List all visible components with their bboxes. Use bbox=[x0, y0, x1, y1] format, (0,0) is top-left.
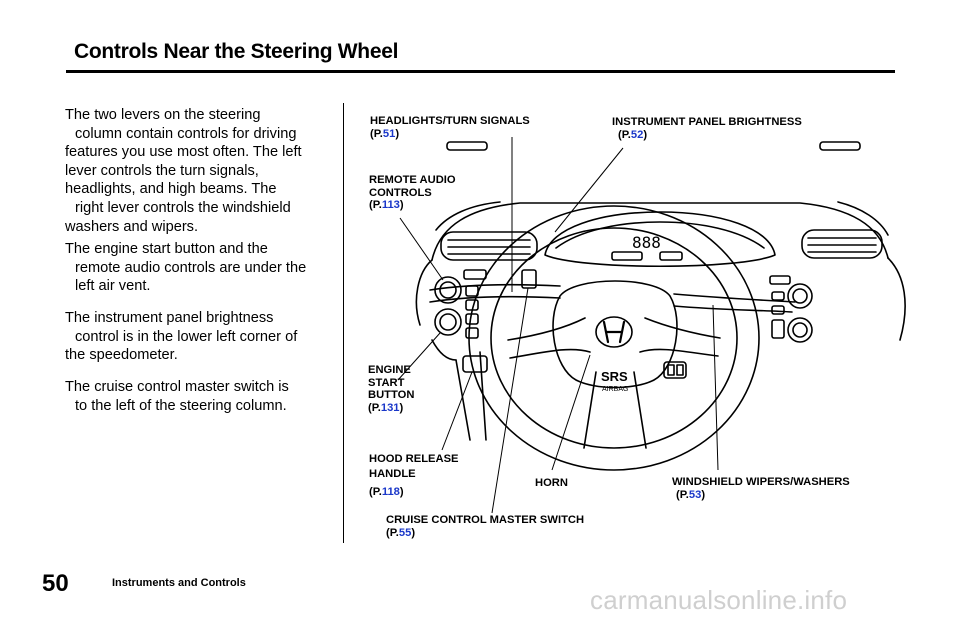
label-line: ENGINE bbox=[368, 364, 411, 376]
text-line: The engine start button and the bbox=[65, 241, 268, 257]
label-line: HORN bbox=[535, 477, 568, 489]
steering-wheel-illustration: 888 bbox=[397, 137, 906, 514]
watermark: carmanualsonline.info bbox=[590, 585, 848, 615]
text-line: headlights, and high beams. The bbox=[65, 181, 277, 198]
label-reference: (P.51) bbox=[370, 127, 400, 140]
cruise-control-switch bbox=[521, 269, 537, 289]
label-reference: (P.52) bbox=[618, 128, 648, 141]
label-line: INSTRUMENT PANEL BRIGHTNESS bbox=[612, 116, 802, 128]
leader-line-engine bbox=[397, 332, 441, 381]
label-reference: (P.118) bbox=[369, 486, 404, 498]
top-left-vent bbox=[446, 141, 488, 151]
leader-line-horn bbox=[551, 354, 591, 471]
label-engine-start: ENGINE START BUTTON (P.131) bbox=[368, 364, 414, 414]
paragraph-engine-start: The engine start button and the remote a… bbox=[65, 240, 327, 296]
label-line: CONTROLS bbox=[369, 186, 432, 199]
dashboard-outline bbox=[435, 201, 501, 231]
instrument-cluster bbox=[544, 211, 776, 268]
leader-lines bbox=[397, 137, 719, 514]
text-line: to the left of the steering column. bbox=[75, 397, 287, 414]
text-line: remote audio controls are under the bbox=[75, 259, 307, 276]
paragraph-brightness: The instrument panel brightness control … bbox=[65, 309, 327, 365]
label-hood-release: HOOD RELEASE HANDLE (P.118) bbox=[369, 452, 459, 500]
text-line: control is in the lower left corner of bbox=[75, 328, 298, 345]
svg-text:888: 888 bbox=[632, 233, 661, 252]
engine-start-knob bbox=[434, 308, 462, 336]
left-air-vent bbox=[440, 231, 538, 261]
label-horn: HORN bbox=[535, 477, 568, 490]
honda-logo bbox=[595, 316, 633, 348]
page-title: Controls Near the Steering Wheel bbox=[74, 40, 399, 63]
top-right-vent bbox=[819, 141, 861, 151]
title-rule bbox=[66, 70, 895, 73]
steering-wheel-rim bbox=[468, 205, 760, 471]
paragraph-cruise: The cruise control master switch is to t… bbox=[65, 378, 327, 415]
label-headlights: HEADLIGHTS/TURN SIGNALS (P.51) bbox=[370, 115, 530, 140]
dashboard-outline bbox=[837, 201, 889, 236]
right-knob-lower bbox=[787, 317, 813, 343]
text-line: lever controls the turn signals, bbox=[65, 162, 259, 179]
label-line: HANDLE bbox=[369, 468, 416, 480]
label-reference: (P.53) bbox=[676, 488, 706, 501]
label-line: CRUISE CONTROL MASTER SWITCH bbox=[386, 514, 585, 526]
label-reference: (P.113) bbox=[369, 199, 404, 212]
section-title: Instruments and Controls bbox=[112, 577, 246, 589]
right-knob-upper bbox=[787, 283, 813, 309]
label-line: HOOD RELEASE bbox=[369, 453, 459, 465]
steering-spoke bbox=[644, 317, 721, 339]
dashboard-outline bbox=[415, 257, 906, 341]
turn-signal-lever bbox=[429, 284, 561, 291]
airbag-hub bbox=[552, 280, 678, 389]
leader-line-hood bbox=[441, 371, 473, 451]
right-air-vent bbox=[801, 229, 883, 259]
wiper-lever bbox=[673, 293, 796, 303]
airbag-text: SRS bbox=[601, 369, 628, 384]
text-line: right lever controls the windshield bbox=[75, 199, 291, 216]
paragraph-levers: The two levers on the steering column co… bbox=[65, 106, 327, 236]
label-line: WINDSHIELD WIPERS/WASHERS bbox=[672, 476, 850, 488]
page-number: 50 bbox=[42, 570, 69, 597]
leader-line-wipers bbox=[712, 304, 719, 471]
airbag-subtext: AIRBAG bbox=[602, 386, 628, 393]
label-line: REMOTE AUDIO bbox=[369, 174, 456, 186]
text-line: column contain controls for driving bbox=[75, 125, 297, 142]
leader-line-instrument bbox=[554, 147, 624, 233]
label-line: BUTTON bbox=[368, 389, 415, 402]
text-line: The instrument panel brightness bbox=[65, 310, 274, 326]
text-line: features you use most often. The left bbox=[65, 144, 302, 161]
label-instrument-brightness: INSTRUMENT PANEL BRIGHTNESS (P.52) bbox=[612, 116, 802, 141]
label-remote-audio: REMOTE AUDIO CONTROLS (P.113) bbox=[369, 174, 456, 212]
leader-line-audio bbox=[399, 217, 444, 281]
label-cruise-control: CRUISE CONTROL MASTER SWITCH (P.55) bbox=[386, 514, 584, 539]
label-reference: (P.131) bbox=[368, 401, 404, 414]
text-line: left air vent. bbox=[75, 278, 151, 295]
label-line: START bbox=[368, 376, 405, 389]
steering-spoke bbox=[507, 317, 586, 341]
text-line: the speedometer. bbox=[65, 347, 178, 364]
remote-buttons bbox=[663, 361, 687, 379]
text-line: The two levers on the steering bbox=[65, 107, 261, 123]
label-wipers: WINDSHIELD WIPERS/WASHERS (P.53) bbox=[672, 476, 850, 501]
text-line: washers and wipers. bbox=[65, 218, 199, 235]
label-reference: (P.55) bbox=[386, 526, 416, 539]
leader-line-cruise bbox=[491, 287, 529, 514]
column-divider bbox=[343, 103, 344, 543]
hood-release-handle bbox=[462, 355, 488, 373]
label-line: HEADLIGHTS/TURN SIGNALS bbox=[370, 115, 530, 127]
text-line: The cruise control master switch is bbox=[65, 379, 289, 395]
steering-spoke bbox=[583, 371, 597, 449]
